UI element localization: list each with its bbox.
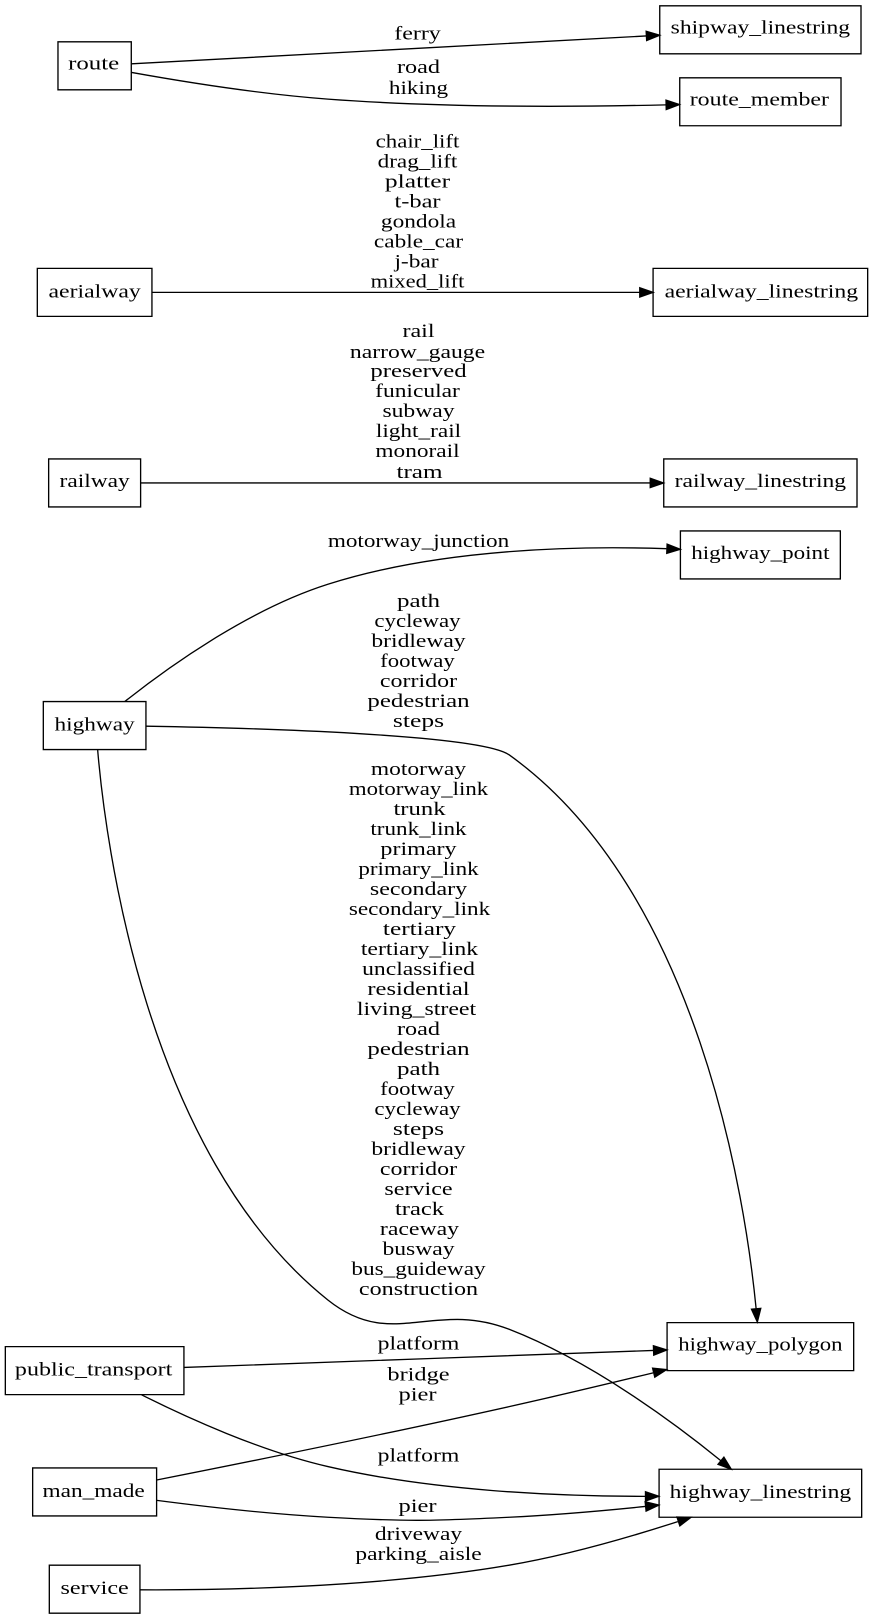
svg-text:rail: rail [402,321,434,342]
svg-text:busway: busway [382,1239,455,1260]
svg-text:construction: construction [359,1279,479,1300]
svg-text:drag_lift: drag_lift [378,151,459,172]
svg-text:footway: footway [380,651,455,672]
svg-text:gondola: gondola [381,211,457,232]
svg-text:route_member: route_member [690,90,830,111]
svg-text:road: road [397,1019,441,1040]
svg-text:primary_link: primary_link [358,859,479,880]
svg-text:platter: platter [385,171,451,192]
svg-text:highway_point: highway_point [691,543,830,564]
svg-text:highway: highway [55,714,136,735]
svg-text:secondary_link: secondary_link [349,899,491,920]
svg-text:living_street: living_street [357,999,477,1020]
svg-text:trunk_link: trunk_link [370,819,467,840]
svg-text:steps: steps [393,1119,444,1140]
svg-text:chair_lift: chair_lift [376,131,461,152]
svg-text:primary: primary [380,839,457,860]
svg-text:bridge: bridge [387,1365,449,1386]
svg-text:bus_guideway: bus_guideway [351,1259,486,1280]
svg-text:motorway: motorway [371,759,467,780]
svg-text:bridleway: bridleway [371,1139,466,1160]
svg-text:corridor: corridor [380,671,458,692]
svg-text:aerialway_linestring: aerialway_linestring [665,281,858,302]
svg-text:driveway: driveway [375,1524,463,1545]
svg-text:cycleway: cycleway [374,1099,461,1120]
svg-text:track: track [395,1199,445,1220]
svg-text:mixed_lift: mixed_lift [371,271,466,292]
svg-text:cycleway: cycleway [374,611,461,632]
svg-text:residential: residential [367,979,469,1000]
svg-text:tertiary: tertiary [383,919,457,940]
svg-text:pier: pier [398,1385,437,1406]
svg-text:funicular: funicular [375,381,461,402]
svg-text:motorway_junction: motorway_junction [328,531,510,552]
svg-text:road: road [397,57,441,78]
svg-text:path: path [397,591,441,612]
svg-text:cable_car: cable_car [374,231,464,252]
svg-text:footway: footway [380,1079,455,1100]
svg-text:secondary: secondary [370,879,468,900]
svg-text:trunk: trunk [393,799,446,820]
svg-text:parking_aisle: parking_aisle [355,1544,481,1565]
svg-text:unclassified: unclassified [362,959,476,980]
svg-text:light_rail: light_rail [376,421,461,442]
svg-text:shipway_linestring: shipway_linestring [671,18,850,39]
svg-text:j-bar: j-bar [393,251,439,272]
svg-text:platform: platform [378,1446,460,1467]
svg-text:steps: steps [393,711,444,732]
svg-text:ferry: ferry [394,23,441,44]
svg-text:pier: pier [398,1496,437,1517]
svg-text:raceway: raceway [380,1219,460,1240]
svg-text:service: service [384,1179,452,1200]
svg-text:man_made: man_made [43,1481,145,1502]
svg-text:subway: subway [382,401,455,422]
svg-text:railway: railway [60,471,131,492]
svg-text:highway_polygon: highway_polygon [678,1335,843,1356]
svg-text:corridor: corridor [380,1159,458,1180]
svg-text:narrow_gauge: narrow_gauge [350,342,485,363]
svg-text:highway_linestring: highway_linestring [670,1482,851,1503]
svg-text:tertiary_link: tertiary_link [361,939,479,960]
svg-text:motorway_link: motorway_link [349,779,489,800]
svg-text:platform: platform [378,1334,460,1355]
svg-text:railway_linestring: railway_linestring [675,471,846,492]
svg-text:public_transport: public_transport [15,1360,173,1381]
svg-text:route: route [68,54,119,75]
svg-text:pedestrian: pedestrian [367,691,470,712]
svg-text:service: service [61,1578,129,1599]
svg-text:path: path [397,1059,441,1080]
svg-text:tram: tram [396,462,443,483]
svg-text:preserved: preserved [370,361,467,382]
svg-text:aerialway: aerialway [49,281,142,302]
svg-text:monorail: monorail [375,441,459,462]
svg-text:bridleway: bridleway [371,631,466,652]
svg-text:pedestrian: pedestrian [367,1039,470,1060]
svg-text:t-bar: t-bar [394,191,441,212]
svg-text:hiking: hiking [389,78,448,99]
